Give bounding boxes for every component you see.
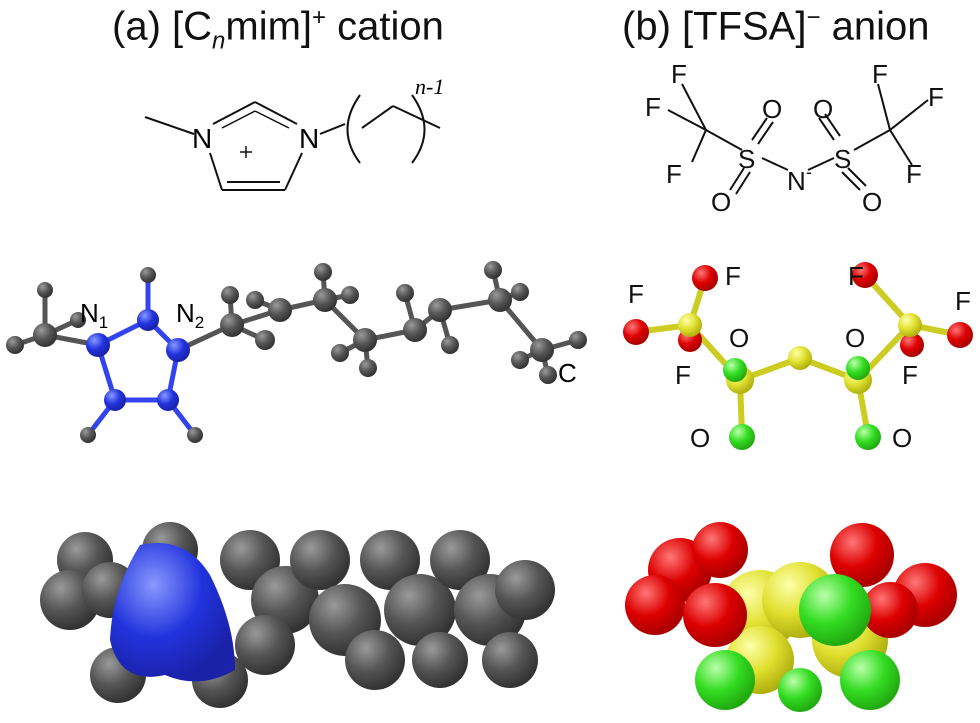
- panel-b-label: (b): [622, 4, 671, 49]
- cation-title-open: [C: [172, 4, 213, 49]
- ball-f-label-5: F: [955, 286, 971, 316]
- anion-title-tail: anion: [820, 4, 930, 49]
- anion-ball-stick: [623, 262, 973, 450]
- panel-a-label: (a): [112, 4, 161, 49]
- panel-b-title: (b) [TFSA]− anion: [622, 4, 929, 49]
- ball-f-label-6: F: [902, 360, 918, 390]
- anion-o-label-2: O: [711, 187, 731, 217]
- anion-f-label-5: F: [928, 82, 944, 112]
- anion-n-charge: -: [806, 162, 812, 182]
- repeat-unit-label: n-1: [415, 74, 444, 99]
- anion-title-open: [TFSA]: [682, 4, 807, 49]
- ball-f-label-3: F: [675, 360, 691, 390]
- cation-ball-stick: [6, 261, 587, 443]
- anion-o-label-4: O: [862, 187, 882, 217]
- anion-f-label-3: F: [666, 159, 682, 189]
- anion-f-label-6: F: [906, 159, 922, 189]
- anion-s-label-2: S: [834, 144, 851, 174]
- anion-f-label-1: F: [671, 59, 687, 89]
- n1-label: N1: [80, 298, 108, 332]
- ball-o-label-3: O: [845, 323, 865, 353]
- anion-title-charge: −: [806, 4, 821, 31]
- cation-structure: [144, 94, 441, 191]
- ball-o-label-1: O: [729, 323, 749, 353]
- anion-o-label-1: O: [762, 94, 782, 124]
- ball-f-label-2: F: [628, 279, 644, 309]
- cation-space-filling: [40, 522, 555, 708]
- cation-title-charge: +: [312, 4, 327, 31]
- ball-o-label-4: O: [892, 423, 912, 453]
- cation-title-tail: cation: [326, 4, 444, 49]
- cation-title-mid: mim]: [225, 4, 313, 49]
- ball-o-label-2: O: [690, 423, 710, 453]
- anion-n-label: N: [787, 166, 806, 196]
- anion-structure: [667, 83, 929, 195]
- panel-a-title: (a) [Cnmim]+ cation: [112, 4, 444, 55]
- cation-n3-label: N: [299, 123, 319, 154]
- terminal-carbon-label: C: [558, 358, 577, 388]
- anion-s-label-1: S: [738, 144, 755, 174]
- ball-f-label-4: F: [848, 261, 864, 291]
- anion-o-label-3: O: [813, 94, 833, 124]
- ball-f-label-1: F: [725, 261, 741, 291]
- cation-n1-label: N: [192, 123, 212, 154]
- anion-f-label-4: F: [872, 59, 888, 89]
- cation-title-subscript: n: [212, 27, 226, 55]
- n2-label: N2: [176, 298, 204, 332]
- anion-f-label-2: F: [645, 92, 661, 122]
- anion-space-filling: [625, 522, 957, 712]
